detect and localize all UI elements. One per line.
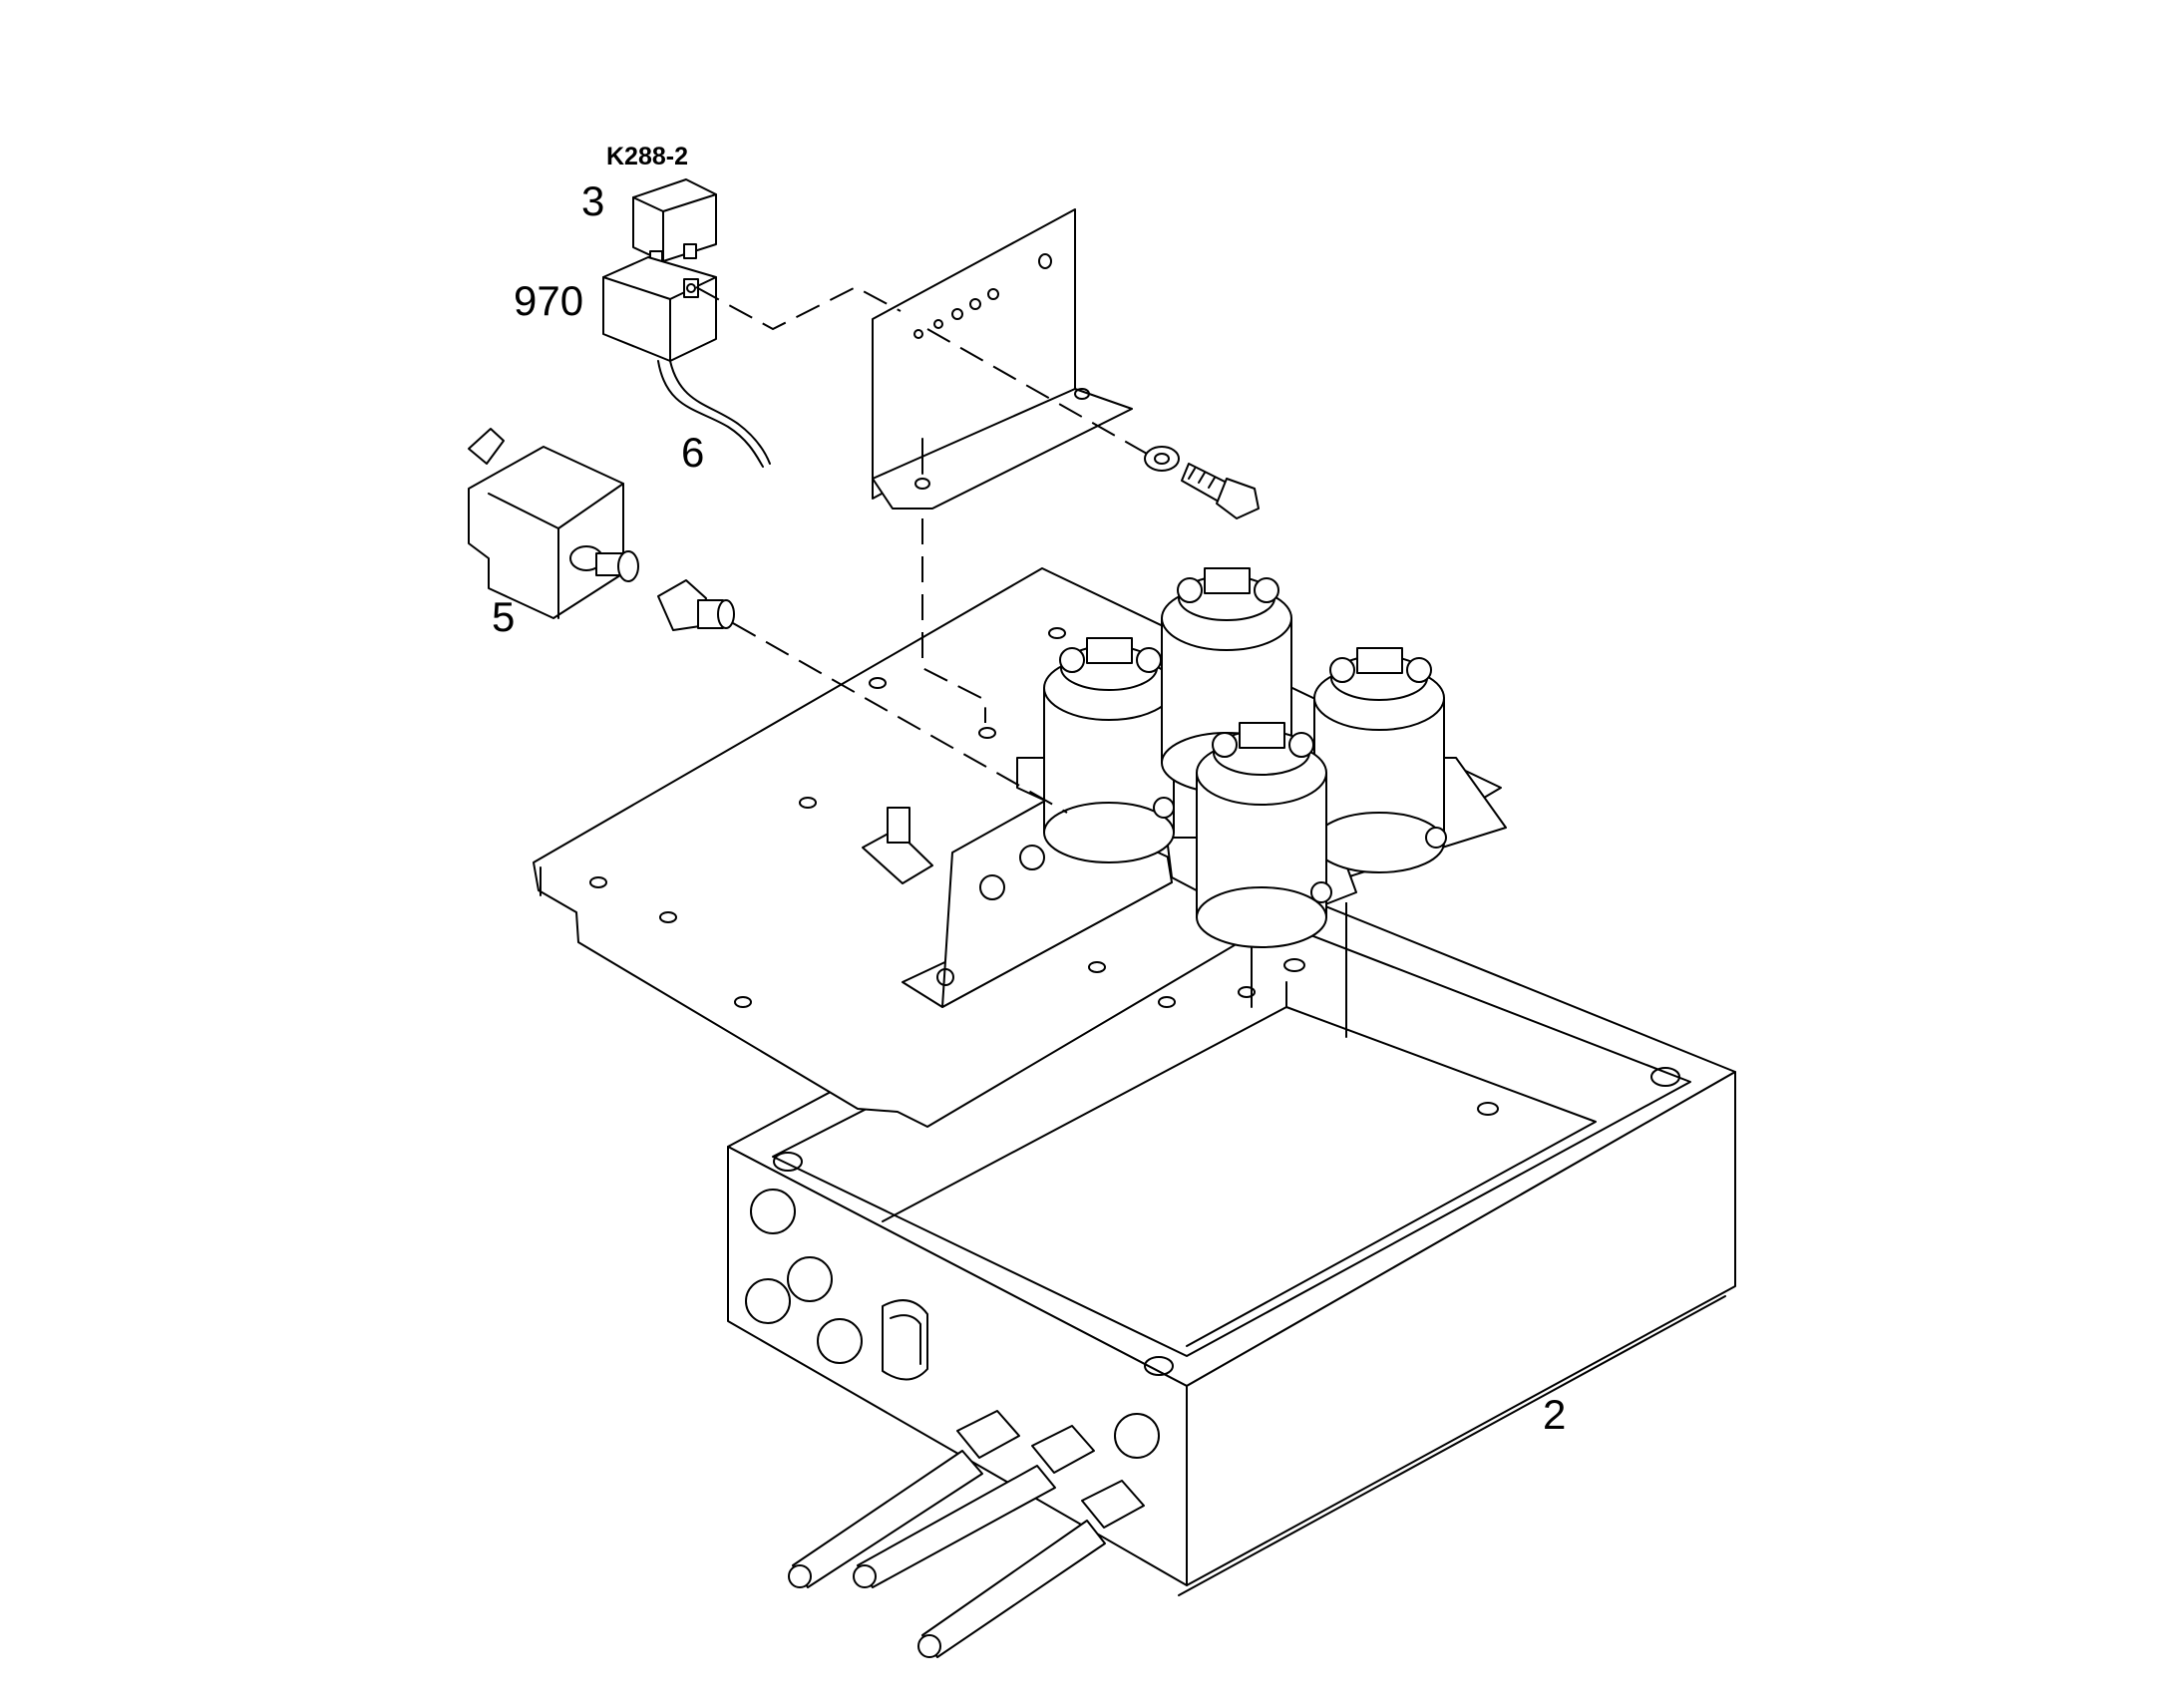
solenoid-group: [1016, 567, 1507, 1038]
solenoid-right: [1313, 647, 1445, 873]
cable-glands: [788, 1410, 1145, 1658]
label-part-3: 3: [581, 177, 605, 224]
label-part-970: 970: [514, 277, 584, 324]
enclosure-box: [727, 871, 1736, 1658]
switch-connector: [657, 579, 735, 631]
switch-part-5: [468, 428, 639, 619]
assembly-lines: [695, 285, 1347, 997]
label-part-5: 5: [492, 593, 516, 640]
washer-and-bolt: [1144, 446, 1260, 519]
label-relay-ref: K288-2: [606, 143, 688, 171]
label-part-6: 6: [681, 429, 705, 476]
solenoid-back-center: [1161, 567, 1292, 794]
relay-socket: [602, 256, 717, 362]
angle-bracket-upper: [872, 208, 1133, 510]
wall-plugs: [745, 1189, 1160, 1459]
solenoid-front: [1196, 722, 1327, 948]
relay-k288-2: [632, 178, 717, 266]
relay-wire: [657, 360, 764, 468]
label-part-2: 2: [1543, 1391, 1567, 1438]
solenoid-back-left: [1043, 637, 1175, 863]
